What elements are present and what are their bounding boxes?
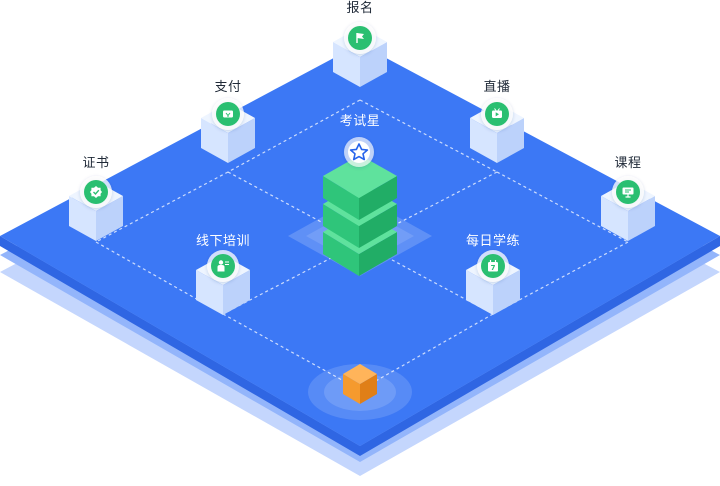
badge-check-icon bbox=[80, 176, 112, 208]
flag-icon bbox=[344, 22, 376, 54]
star-icon bbox=[349, 143, 369, 161]
ticket-icon bbox=[212, 98, 244, 130]
signup-label: 报名 bbox=[346, 1, 374, 16]
offline-label: 线下培训 bbox=[195, 234, 251, 249]
payment-label: 支付 bbox=[214, 80, 242, 95]
connection-line bbox=[95, 171, 229, 243]
orange-cube-node bbox=[308, 364, 412, 420]
connection-line bbox=[227, 99, 361, 173]
node-cubes: 7 bbox=[69, 22, 655, 315]
presentation-icon bbox=[612, 176, 644, 208]
certificate-label: 证书 bbox=[82, 156, 110, 171]
orange-cube-top bbox=[343, 364, 377, 384]
daily-label: 每日学练 bbox=[465, 234, 521, 249]
daily-node-cube: 7 bbox=[466, 250, 520, 315]
trainer-icon bbox=[207, 250, 239, 282]
certificate-node-cube bbox=[69, 176, 123, 241]
payment-node-cube bbox=[201, 98, 255, 163]
center-label: 考试星 bbox=[339, 114, 381, 129]
connection-line bbox=[359, 313, 494, 391]
center-icon-badge bbox=[344, 137, 374, 167]
course-label: 课程 bbox=[614, 156, 642, 171]
calendar-icon: 7 bbox=[477, 250, 509, 282]
connection-line bbox=[359, 99, 498, 173]
video-play-icon bbox=[481, 98, 513, 130]
center-tower bbox=[323, 137, 397, 276]
connection-line bbox=[496, 171, 629, 243]
signup-node-cube bbox=[333, 22, 387, 87]
live-label: 直播 bbox=[483, 80, 511, 95]
tower-block-top bbox=[323, 155, 397, 220]
offline-node-cube bbox=[196, 250, 250, 315]
connection-line bbox=[222, 313, 361, 391]
course-node-cube bbox=[601, 176, 655, 241]
live-node-cube bbox=[470, 98, 524, 163]
calendar-day-text: 7 bbox=[491, 264, 496, 272]
